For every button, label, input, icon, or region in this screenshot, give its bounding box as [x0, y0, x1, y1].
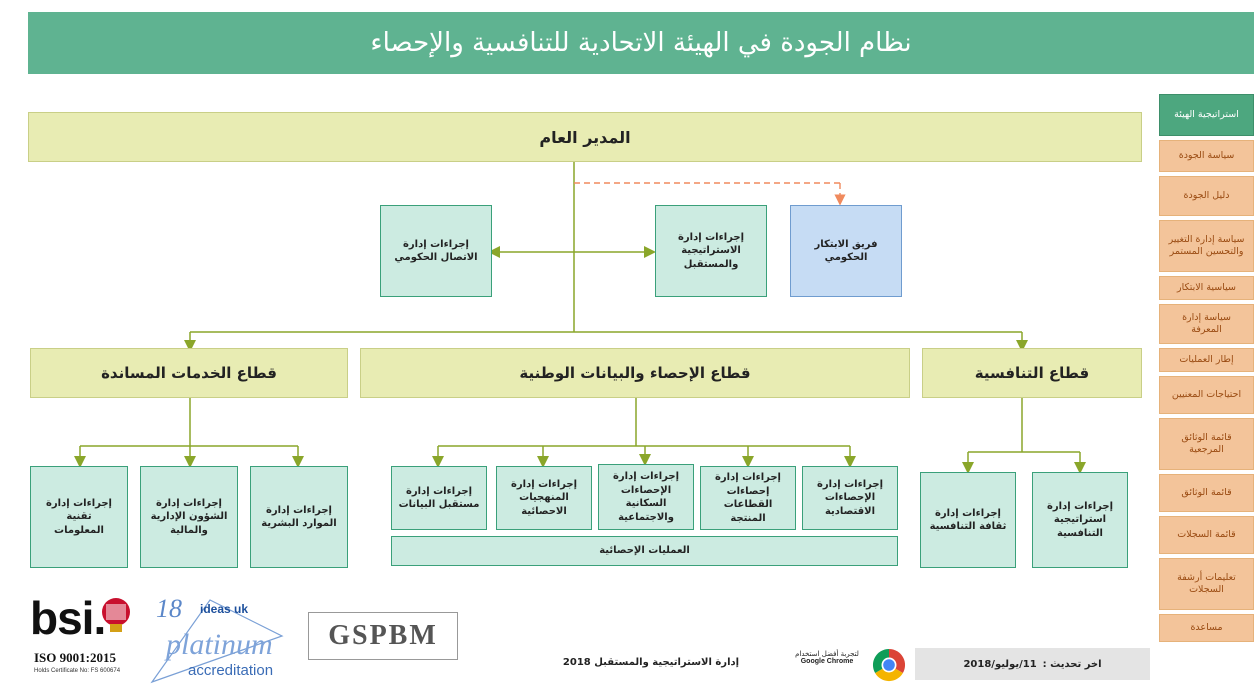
sidebar-item-archiving-instructions[interactable]: تعليمات أرشفة السجلات — [1159, 558, 1254, 610]
sidebar-item-reference-documents[interactable]: قائمة الوثائق المرجعية — [1159, 418, 1254, 470]
sidebar-item-stakeholder-needs[interactable]: احتياجات المعنيين — [1159, 376, 1254, 414]
bsi-logo: bsi. — [30, 592, 106, 644]
last-update-label: اخر تحديث : — [1042, 658, 1102, 670]
hr-procedures-box[interactable]: إجراءات إدارة الموارد البشرية — [250, 466, 348, 568]
economic-statistics-procedures-box[interactable]: إجراءات إدارة الإحصاءات الاقتصادية — [802, 466, 898, 530]
accreditation-text: accreditation — [188, 662, 274, 679]
competitiveness-strategy-procedures-box[interactable]: إجراءات إدارة استراتيجية التنافسية — [1032, 472, 1128, 568]
chrome-note-line1: لتجربة أفضل استخدام — [795, 650, 859, 658]
sidebar-item-documents-list[interactable]: قائمة الوثائق — [1159, 474, 1254, 512]
productive-sectors-procedures-box[interactable]: إجراءات إدارة إحصاءات القطاعات المنتجة — [700, 466, 796, 530]
sidebar-item-change-policy[interactable]: سياسة إدارة التغيير والتحسين المستمر — [1159, 220, 1254, 272]
comm-procedures-box[interactable]: إجراءات إدارة الاتصال الحكومي — [380, 205, 492, 297]
last-update-bar: اخر تحديث : 11/يوليو/2018 — [915, 648, 1150, 680]
population-social-procedures-box[interactable]: إجراءات إدارة الإحصاءات السكانية والاجتم… — [598, 464, 694, 530]
innovation-team-box[interactable]: فريق الابتكار الحكومي — [790, 205, 902, 297]
last-update-date: 11/يوليو/2018 — [963, 658, 1037, 670]
sector-support-band[interactable]: قطاع الخدمات المساندة — [30, 348, 348, 398]
chrome-icon — [872, 648, 906, 682]
sector-competitiveness-band[interactable]: قطاع التنافسية — [922, 348, 1142, 398]
sidebar-item-innovation-policy[interactable]: سياسية الابتكار — [1159, 276, 1254, 300]
department-year: إدارة الاستراتيجية والمستقبل 2018 — [562, 657, 740, 668]
sidebar-item-help[interactable]: مساعدة — [1159, 614, 1254, 642]
ideas-number: 18 — [156, 594, 182, 623]
ideas-brand: ideas uk — [200, 602, 249, 616]
ideas-uk-badge: 18 ideas uk platinum accreditation — [150, 594, 300, 686]
methodologies-procedures-box[interactable]: إجراءات إدارة المنهجيات الاحصائية — [496, 466, 592, 530]
it-procedures-box[interactable]: إجراءات إدارة تقنية المعلومات — [30, 466, 128, 568]
director-band[interactable]: المدير العام — [28, 112, 1142, 162]
data-future-procedures-box[interactable]: إجراءات إدارة مستقبل البيانات — [391, 466, 487, 530]
iso-standard: ISO 9001:2015 — [34, 650, 116, 665]
sidebar-item-quality-manual[interactable]: دليل الجودة — [1159, 176, 1254, 216]
chrome-note-line2: Google Chrome — [800, 658, 854, 665]
certificate-number: Holds Certificate No: FS 600674 — [34, 668, 121, 674]
competitiveness-culture-procedures-box[interactable]: إجراءات إدارة ثقافة التنافسية — [920, 472, 1016, 568]
sidebar-item-quality-policy[interactable]: سياسة الجودة — [1159, 140, 1254, 172]
crest-icon — [96, 594, 136, 638]
page-title: نظام الجودة في الهيئة الاتحادية للتنافسي… — [28, 12, 1254, 74]
gspbm-logo: GSPBM — [308, 612, 458, 660]
sidebar-item-knowledge-policy[interactable]: سياسة إدارة المعرفة — [1159, 304, 1254, 344]
sidebar-item-records-list[interactable]: قائمة السجلات — [1159, 516, 1254, 554]
sector-statistics-band[interactable]: قطاع الإحصاء والبيانات الوطنية — [360, 348, 910, 398]
platinum-text: platinum — [166, 628, 273, 661]
chrome-note: لتجربة أفضل استخدام Google Chrome — [784, 650, 870, 674]
sidebar-item-operations-framework[interactable]: إطار العمليات — [1159, 348, 1254, 372]
sidebar-item-authority-strategy[interactable]: استراتيجية الهيئة — [1159, 94, 1254, 136]
admin-finance-procedures-box[interactable]: إجراءات إدارة الشؤون الإدارية والمالية — [140, 466, 238, 568]
statistical-operations-box[interactable]: العمليات الإحصائية — [391, 536, 898, 566]
strategy-procedures-box[interactable]: إجراءات إدارة الاستراتيجية والمستقبل — [655, 205, 767, 297]
